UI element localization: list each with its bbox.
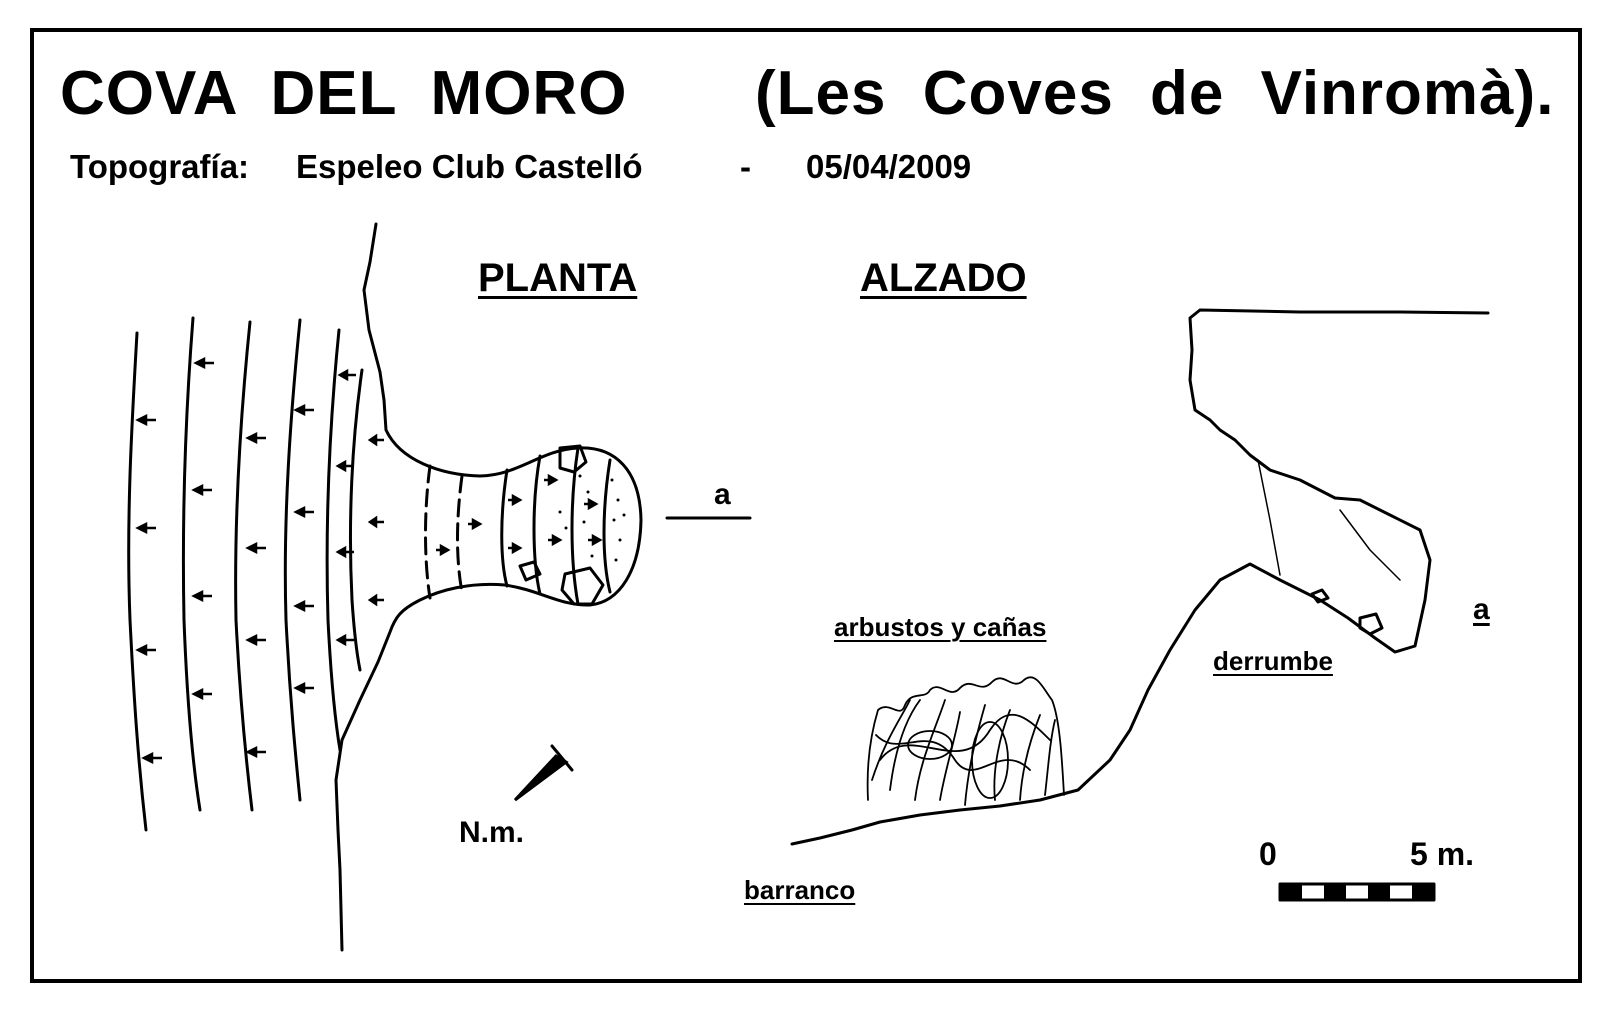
plan-section-title: PLANTA <box>478 256 638 300</box>
plan-contour-line <box>325 328 342 752</box>
plan-contour-line <box>348 368 364 672</box>
scale-start-label: 0 <box>1259 836 1277 872</box>
plan-cave-contour <box>456 474 464 594</box>
cave-name-title: COVA DEL MORO <box>60 59 628 128</box>
drawing-frame <box>30 28 1582 983</box>
ravine-label: barranco <box>744 875 856 905</box>
north-arrow <box>513 744 574 802</box>
plan-cave-contour <box>424 464 432 600</box>
scale-bar-segments <box>1280 884 1434 900</box>
plan-cave-contour <box>570 446 580 606</box>
plan-rock <box>558 444 588 474</box>
north-label: N.m. <box>459 816 525 849</box>
elevation-section-title: ALZADO <box>860 256 1027 300</box>
plan-contour-line <box>234 320 254 812</box>
vegetation-label: arbustos y cañas <box>834 612 1047 642</box>
collapse-label: derrumbe <box>1213 646 1333 676</box>
plan-cave-contour <box>532 454 542 596</box>
credits-date: 05/04/2009 <box>806 148 972 185</box>
plan-contour-line <box>283 318 302 802</box>
elevation-rock <box>1358 612 1384 636</box>
plan-cave-contour <box>500 468 509 588</box>
scale-bar-outline <box>1278 882 1436 902</box>
plan-slope-arrows <box>135 356 603 765</box>
elevation-vegetation <box>866 676 1065 806</box>
scale-end-label: 5 m. <box>1410 836 1475 872</box>
elevation-crack <box>1339 509 1401 581</box>
elevation-ground-profile <box>790 308 1490 846</box>
elevation-crack <box>1257 459 1281 576</box>
location-title: (Les Coves de Vinromà). <box>755 59 1555 128</box>
plan-contour-line <box>127 331 148 832</box>
plan-cliff-outline <box>334 222 643 952</box>
plan-rock <box>518 560 542 582</box>
plan-sediment-dots <box>558 474 626 562</box>
plan-rock <box>560 566 605 606</box>
credits-author: Espeleo Club Castelló <box>296 148 643 185</box>
credits-label: Topografía: <box>70 148 250 185</box>
plan-section-marker: a <box>714 478 731 511</box>
plan-cave-contour <box>602 458 612 594</box>
credits-separator: - <box>740 148 751 185</box>
elevation-section-marker: a <box>1473 593 1490 626</box>
plan-contour-line <box>181 316 202 812</box>
elevation-rock <box>1310 588 1330 604</box>
